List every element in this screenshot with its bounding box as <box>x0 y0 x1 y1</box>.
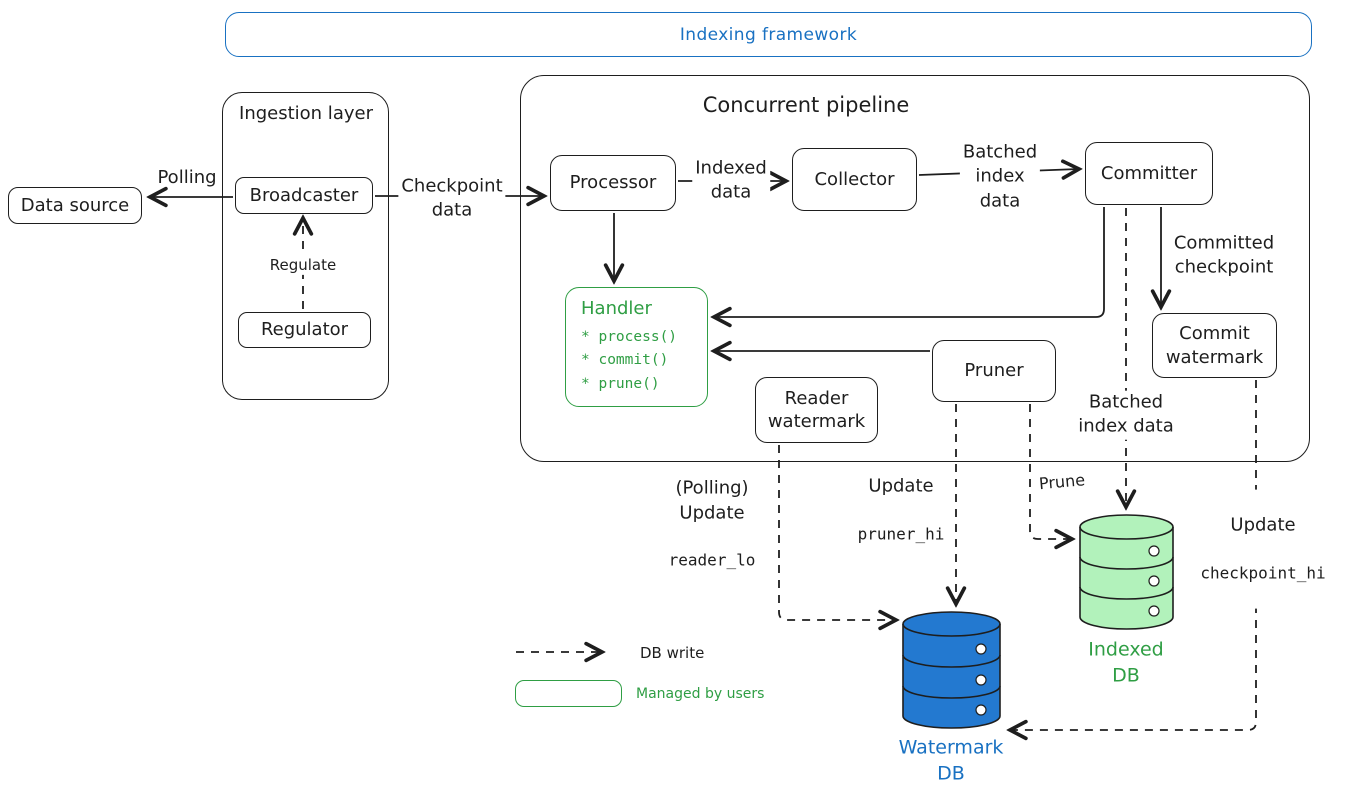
edge-label-update-checkpoint-hi-code: checkpoint_hi <box>1200 563 1326 583</box>
processor-node: Processor <box>550 155 676 211</box>
reader-watermark-node: Reader watermark <box>755 377 878 443</box>
edge-label-batched-index-data-2: Batched index data <box>1075 390 1177 440</box>
commit-watermark-node: Commit watermark <box>1152 313 1277 378</box>
handler-method-commit: * commit() <box>581 352 669 369</box>
arrow-committer-to-handler <box>714 207 1105 317</box>
concurrent-pipeline-container <box>520 75 1310 462</box>
edge-label-polling: Polling <box>157 166 217 188</box>
edge-label-update-reader-lo-text: (Polling) Update <box>675 477 749 524</box>
pruner-node: Pruner <box>932 340 1056 402</box>
edge-label-update-checkpoint-hi: Update checkpoint_hi <box>1197 489 1329 609</box>
indexed-db-label: Indexed DB <box>1088 638 1164 686</box>
ingestion-layer-container <box>222 92 389 400</box>
arrow-pruner-to-indexed-db <box>1029 404 1072 539</box>
edge-label-update-reader-lo-code: reader_lo <box>668 550 756 570</box>
edge-label-committed-checkpoint: Committed checkpoint <box>1173 232 1275 278</box>
watermark-db-cylinder <box>902 611 1001 729</box>
concurrent-pipeline-title: Concurrent pipeline <box>702 92 910 117</box>
edge-label-checkpoint-data: Checkpoint data <box>398 174 506 224</box>
edge-label-update-pruner-hi: Update pruner_hi <box>858 451 945 570</box>
collector-node: Collector <box>792 148 917 211</box>
edge-label-update-reader-lo: (Polling) Update reader_lo <box>669 452 756 595</box>
ingestion-layer-title: Ingestion layer <box>239 102 373 124</box>
handler-method-prune: * prune() <box>581 375 660 392</box>
broadcaster-node: Broadcaster <box>235 177 373 214</box>
edge-label-update-pruner-hi-text: Update <box>868 475 934 497</box>
handler-title: Handler <box>581 298 652 319</box>
edge-label-update-pruner-hi-code: pruner_hi <box>857 524 945 544</box>
indexed-db-cylinder <box>1079 514 1174 630</box>
regulator-node: Regulator <box>238 312 371 348</box>
edge-label-prune: Prune <box>1038 470 1086 494</box>
watermark-db-label: Watermark DB <box>898 736 1004 784</box>
banner-indexing-framework: Indexing framework <box>225 12 1312 57</box>
legend-db-write-label: DB write <box>640 644 705 662</box>
legend-managed-by-users-label: Managed by users <box>636 686 765 702</box>
edge-label-update-checkpoint-hi-text: Update <box>1230 514 1296 536</box>
edge-label-batched-index-data: Batched index data <box>959 140 1041 214</box>
handler-method-process: * process() <box>581 329 678 345</box>
edge-label-indexed-data: Indexed data <box>692 156 770 206</box>
edge-label-regulate: Regulate <box>266 254 340 276</box>
arrow-reader-watermark-to-watermark-db <box>778 445 896 620</box>
arrow-commit-watermark-to-watermark-db <box>1010 380 1257 730</box>
legend-managed-by-users-swatch <box>515 680 622 707</box>
handler-node: Handler * process() * commit() * prune() <box>565 287 708 407</box>
committer-node: Committer <box>1085 142 1213 205</box>
data-source-node: Data source <box>8 187 142 224</box>
